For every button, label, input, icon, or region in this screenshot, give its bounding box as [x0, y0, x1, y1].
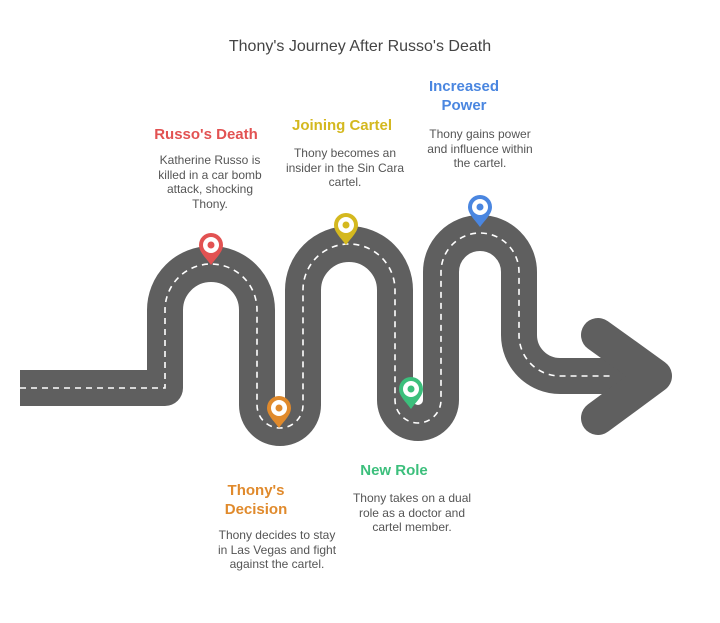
event-desc-increased-power: Thony gains power and influence within t… [427, 127, 533, 170]
road-center-line [20, 232, 610, 429]
pin-russos-death-icon [199, 233, 223, 265]
pin-joining-cartel-icon [334, 213, 358, 245]
pin-increased-power-icon [468, 195, 492, 227]
event-desc-new-role: Thony takes on a dual role as a doctor a… [352, 491, 472, 534]
event-desc-joining-cartel: Thony becomes an insider in the Sin Cara… [285, 146, 405, 189]
event-title-joining-cartel: Joining Cartel [291, 117, 392, 134]
road-arrow-head [581, 318, 672, 435]
event-desc-russos-death: Katherine Russo is killed in a car bomb … [158, 153, 262, 211]
pin-new-role-icon [399, 377, 423, 409]
event-title-increased-power: Increased Power [428, 78, 500, 114]
pin-thonys-decision-icon [267, 396, 291, 428]
event-title-russos-death: Russo's Death [154, 126, 258, 143]
event-title-thonys-decision: Thony's Decision [224, 482, 288, 518]
road [20, 215, 655, 446]
diagram-title: Thony's Journey After Russo's Death [228, 38, 492, 55]
event-title-new-role: New Role [360, 462, 428, 479]
event-desc-thonys-decision: Thony decides to stay in Las Vegas and f… [217, 528, 337, 571]
